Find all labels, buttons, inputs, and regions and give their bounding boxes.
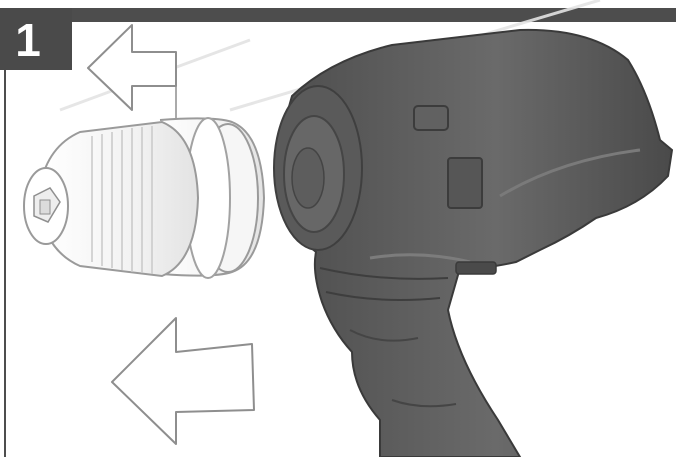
arrow-left-icon	[112, 318, 254, 444]
drill-chuck-illustration	[24, 118, 264, 278]
arrow-left-icon	[88, 25, 176, 122]
drill-body-illustration	[274, 30, 672, 457]
